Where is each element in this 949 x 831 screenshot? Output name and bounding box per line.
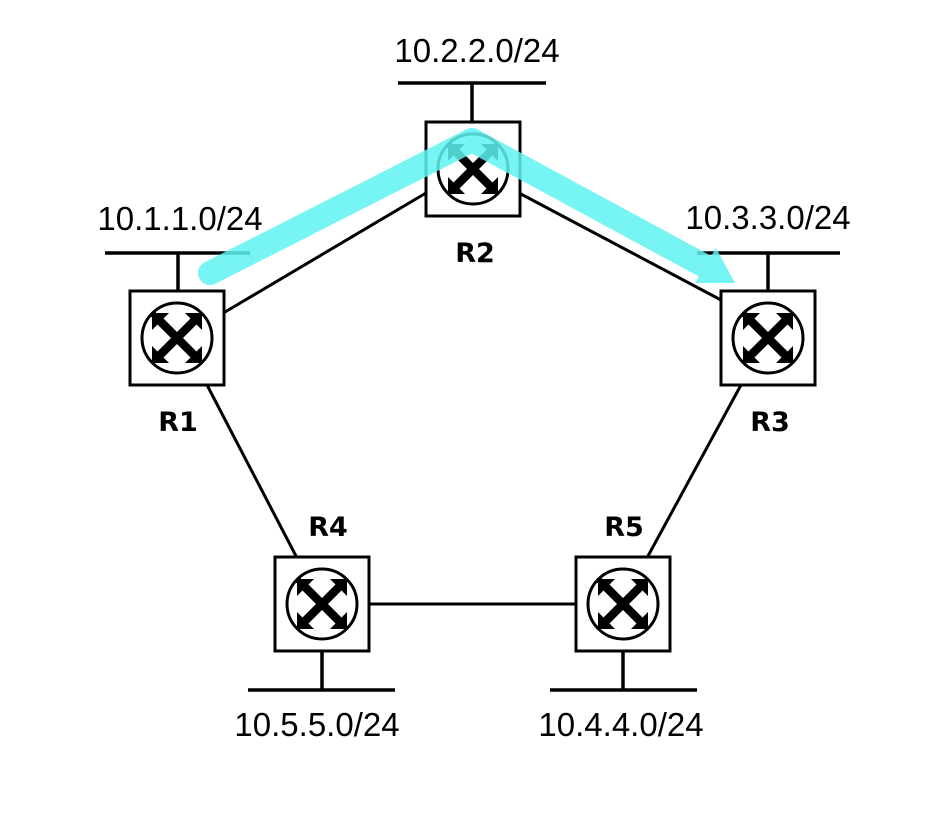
router-label-r1: R1 [158, 407, 198, 438]
subnet-label-r3: 10.3.3.0/24 [685, 199, 850, 236]
router-cross-arrows-icon [273, 555, 371, 653]
link-r2-r3 [518, 191, 722, 302]
highlighted-path-line [198, 128, 724, 285]
highlighted-path [198, 128, 735, 285]
router-label-r4: R4 [308, 512, 348, 543]
router-cross-arrows-icon [574, 555, 672, 653]
router-label-r5: R5 [604, 512, 644, 543]
router-cross-arrows-icon [128, 289, 226, 387]
path-arrowhead-icon [695, 248, 735, 283]
subnet-label-r4: 10.5.5.0/24 [234, 706, 399, 743]
link-r5-r3 [646, 384, 743, 557]
router-r1[interactable] [128, 289, 226, 387]
link-r1-r2 [224, 191, 427, 314]
lan-segments [105, 81, 840, 692]
router-labels: R1 R2 R3 R4 R5 [158, 238, 790, 543]
subnet-label-r2: 10.2.2.0/24 [394, 32, 559, 69]
router-r5[interactable] [574, 555, 672, 653]
router-r3[interactable] [719, 289, 817, 387]
subnet-labels: 10.1.1.0/24 10.2.2.0/24 10.3.3.0/24 10.4… [97, 32, 850, 743]
subnet-label-r5: 10.4.4.0/24 [538, 706, 703, 743]
router-label-r2: R2 [455, 238, 495, 269]
router-links [205, 191, 743, 606]
subnet-label-r1: 10.1.1.0/24 [97, 200, 262, 237]
router-cross-arrows-icon [719, 289, 817, 387]
router-r4[interactable] [273, 555, 371, 653]
link-r1-r4 [205, 384, 298, 557]
router-label-r3: R3 [750, 407, 790, 438]
